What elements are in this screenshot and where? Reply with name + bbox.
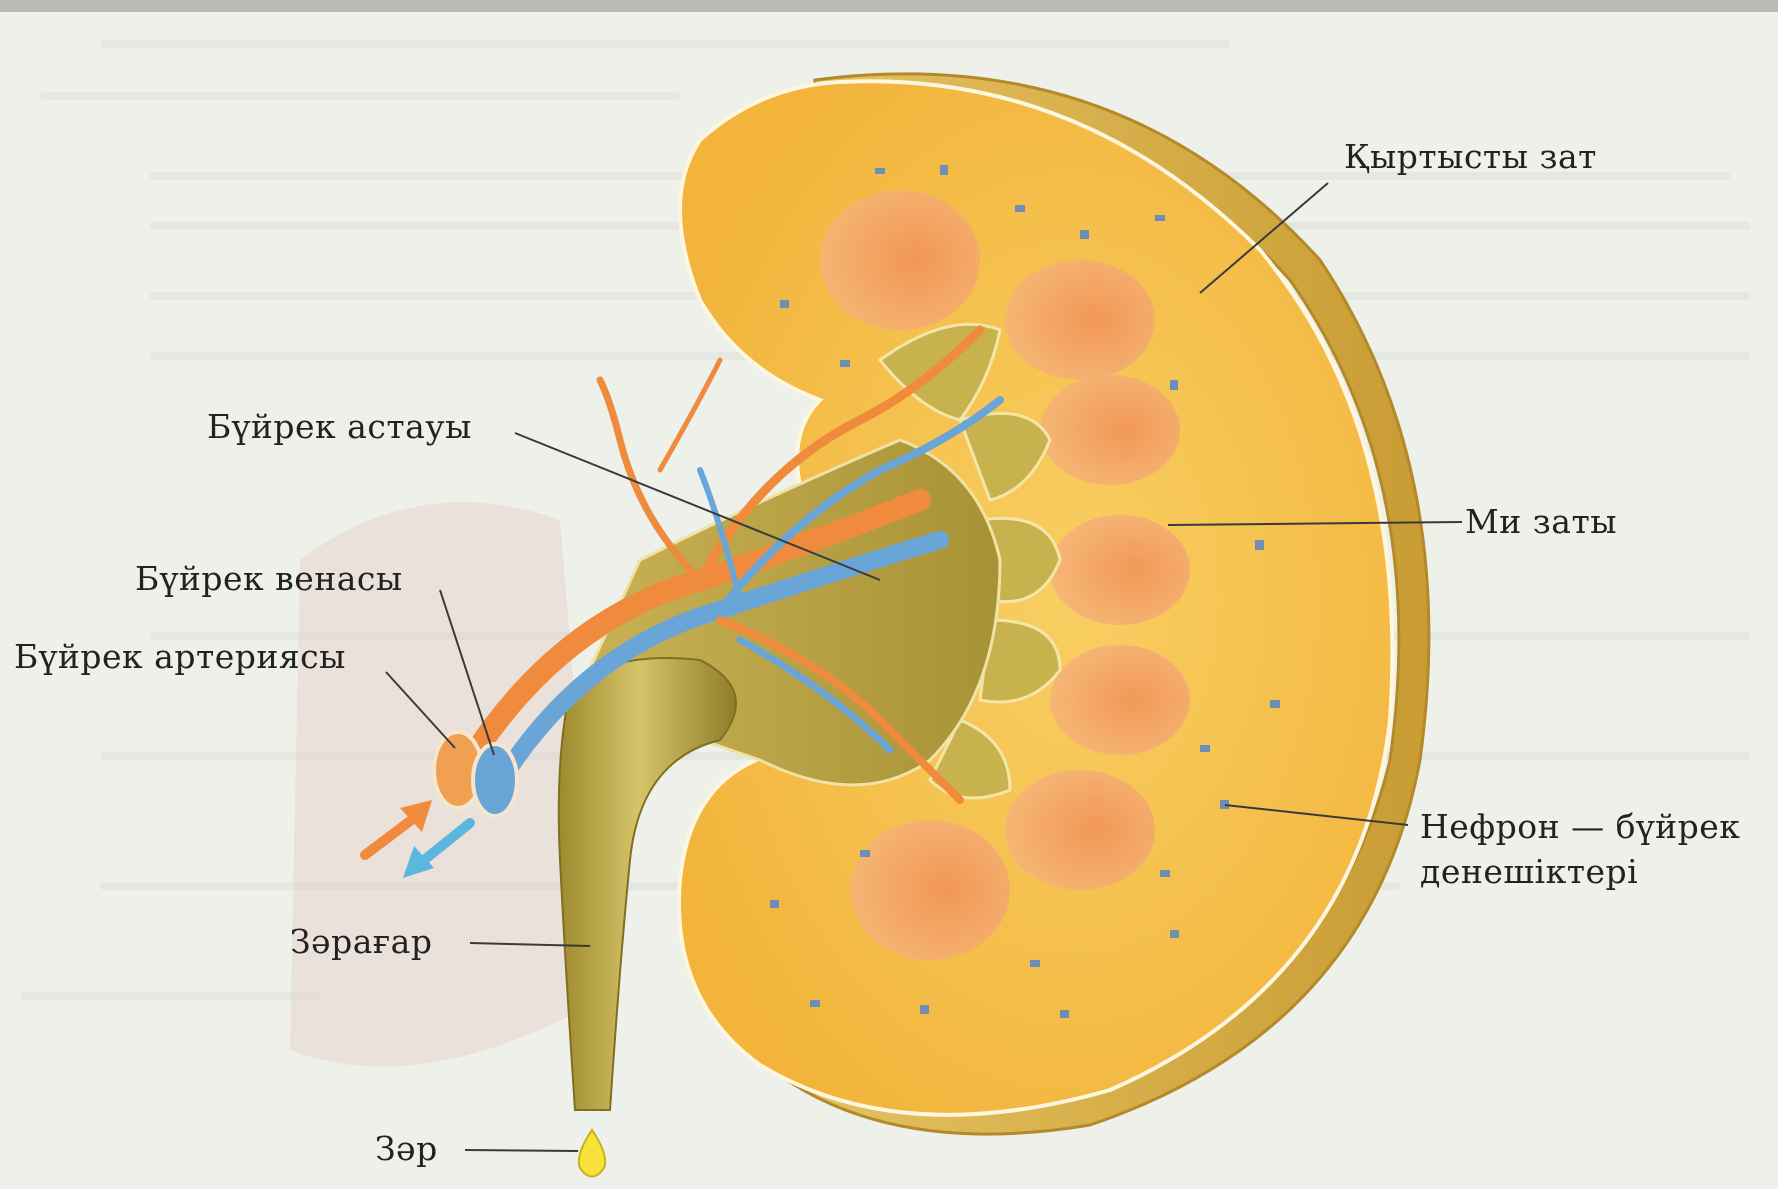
pyramid [850, 820, 1010, 960]
pyramid [1050, 515, 1190, 625]
pyramid [820, 190, 980, 330]
label-renal-pelvis: Бүйрек астауы [207, 410, 472, 443]
label-urine: Зәр [375, 1132, 438, 1165]
renal-vein-cut-end [473, 744, 517, 816]
label-nephron-line2: денешіктері [1420, 855, 1638, 888]
label-renal-vein: Бүйрек венасы [135, 562, 403, 595]
pyramid [1040, 375, 1180, 485]
label-nephron-line1: Нефрон — бүйрек [1420, 810, 1740, 843]
label-renal-artery: Бүйрек артериясы [14, 640, 346, 673]
pyramid [1005, 260, 1155, 380]
pyramid [1005, 770, 1155, 890]
label-cortex: Қыртысты зат [1344, 140, 1597, 173]
pyramid [1050, 645, 1190, 755]
urine-drop-icon [579, 1130, 605, 1177]
label-ureter: Зәрағар [290, 925, 432, 958]
leader-line-urine [465, 1150, 578, 1151]
label-medulla: Ми заты [1465, 505, 1617, 538]
